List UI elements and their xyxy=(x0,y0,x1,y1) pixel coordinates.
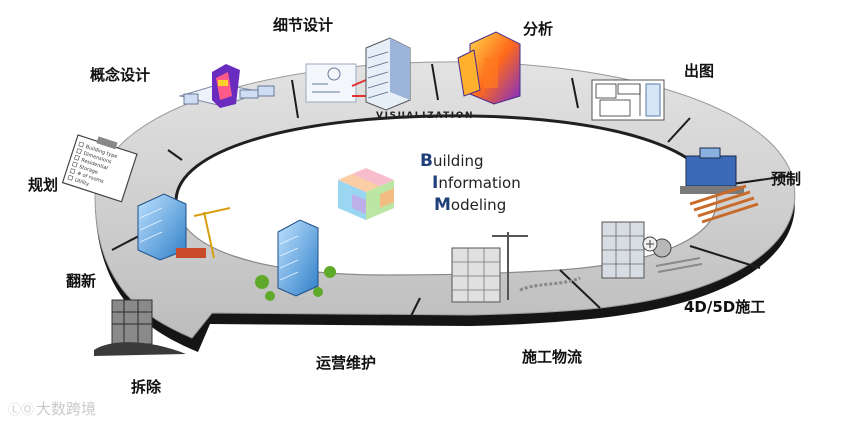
checklist-box xyxy=(78,141,85,148)
analysis-model xyxy=(457,31,521,105)
checklist-line: Storage xyxy=(78,164,98,176)
watermark-text: 大数跨境 xyxy=(36,400,97,418)
demolition-model xyxy=(94,299,186,356)
concept-design-model xyxy=(178,64,275,108)
stage-label-analysis: 分析 xyxy=(523,20,554,38)
prefab-machine xyxy=(680,147,759,224)
checklist: Building typeDimensionsResidentialStorag… xyxy=(67,141,118,188)
checklist-line: Utility xyxy=(74,177,90,187)
checklist-box xyxy=(69,168,76,174)
stage-label-detail-design: 细节设计 xyxy=(273,16,334,34)
operation-maintenance-model xyxy=(255,219,336,301)
stage-label-prefab: 预制 xyxy=(771,170,802,188)
construction-logistics-model xyxy=(451,232,581,303)
detail-design-model xyxy=(305,37,411,111)
checklist-box xyxy=(67,174,74,181)
bim-information: Information xyxy=(432,173,521,193)
bim-modeling: Modeling xyxy=(434,195,507,215)
bim-title: Building Information Modeling xyxy=(420,150,521,216)
stage-label-demolition: 拆除 xyxy=(131,378,162,396)
checklist-box xyxy=(74,154,80,161)
stage-label-operation-maintenance: 运营维护 xyxy=(316,354,377,372)
stage-label-construction-logistics: 施工物流 xyxy=(522,348,583,366)
stage-label-renovation: 翻新 xyxy=(66,272,97,290)
bim-building: Building xyxy=(420,151,484,171)
stage-label-planning: 规划 xyxy=(28,176,59,194)
bim-cube-logo xyxy=(338,168,394,220)
visualization-ring-label: VISUALIZATION xyxy=(376,111,475,121)
drawing-floorplan xyxy=(591,79,665,121)
renovation-model xyxy=(137,193,231,261)
planning-checklist-illustration: Building typeDimensionsResidentialStorag… xyxy=(61,134,138,203)
stage-label-construction-4d5d: 4D/5D施工 xyxy=(684,298,766,316)
checklist-box xyxy=(71,161,78,168)
checklist-box xyxy=(76,148,82,155)
watermark-logo-icon: ⓁⓄ xyxy=(8,403,35,418)
construction-4d5d-model xyxy=(601,221,703,279)
stage-label-concept-design: 概念设计 xyxy=(90,66,151,84)
stage-label-drawing: 出图 xyxy=(684,62,715,80)
